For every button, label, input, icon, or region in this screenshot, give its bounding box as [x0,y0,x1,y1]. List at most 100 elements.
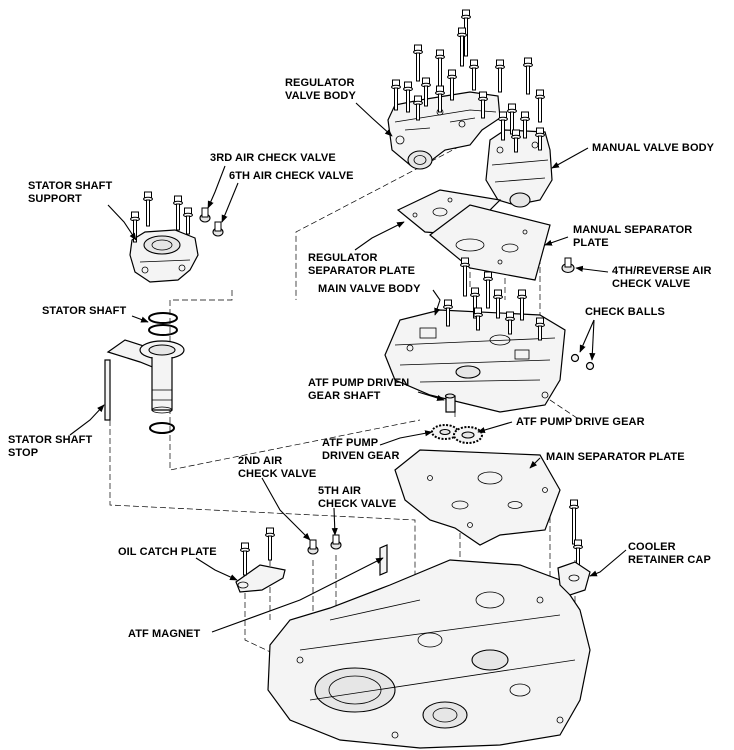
bolt [569,499,579,545]
label-line: PLATE [573,237,609,249]
bolt [183,207,193,235]
regulator-bolts [391,9,505,121]
bolt [470,287,480,319]
bolt [535,127,545,151]
label-stator-shaft: STATOR SHAFT [42,305,127,317]
label-line: GEAR SHAFT [308,390,381,402]
main-separator-plate [394,449,561,546]
label-line: ATF PUMP DRIVEN [308,377,410,389]
label-line: VALVE BODY [285,90,356,102]
label-line: STATOR SHAFT [28,180,113,192]
label-line: 5TH AIR [318,485,362,497]
bolt [421,77,431,107]
bolt [498,111,508,141]
label-line: MANUAL SEPARATOR [573,224,693,236]
label-regulator-valve-body: REGULATOR VALVE BODY [285,77,356,103]
label-line: COOLER [628,541,676,553]
cooler-retainer-cap [557,561,591,596]
label-regulator-separator-plate: REGULATOR SEPARATOR PLATE [308,252,415,278]
bolt [523,57,533,95]
bolt [535,317,545,341]
label-line: 4TH/REVERSE AIR [612,265,712,277]
bolt [413,44,423,82]
oil-catch-plate [235,564,286,593]
label-main-valve-body: MAIN VALVE BODY [318,283,421,295]
main-valve-body [384,309,566,413]
check-balls [570,353,595,371]
atf-magnet [379,544,388,576]
stator-shaft-stop [104,359,111,421]
label-line: SEPARATOR PLATE [308,265,416,277]
bolt [478,91,488,119]
bolt [469,59,479,91]
bolt [483,271,493,309]
bolt [403,81,413,113]
label-2nd-air-check-valve: 2ND AIR CHECK VALVE [238,455,316,481]
label-line: ATF PUMP [322,437,379,449]
air-check-valve-2nd [307,539,319,555]
label-line: CHECK VALVE [318,498,397,510]
atf-pump-drive-gear [453,426,483,444]
main-valve-bolts [443,257,545,341]
label-manual-valve-body: MANUAL VALVE BODY [592,142,715,154]
bolt [573,539,583,567]
stator-shaft-support [129,229,199,283]
label-cooler-retainer-cap: COOLER RETAINER CAP [628,541,711,567]
label-line: 2ND AIR [238,455,283,467]
manual-valve-body [485,129,553,208]
label-oil-catch-plate: OIL CATCH PLATE [118,546,217,558]
label-3rd-air-check-valve: 3RD AIR CHECK VALVE [210,152,336,164]
bolt [535,89,545,123]
bolt [505,311,515,335]
bolt [457,27,467,67]
label-manual-separator-plate: MANUAL SEPARATOR PLATE [573,224,692,250]
bolt [391,79,401,111]
bolt [435,49,445,87]
stator-o-rings [148,312,178,434]
label-atf-pump-driven-gear: ATF PUMP DRIVEN GEAR [322,437,400,463]
label-line: CHECK VALVE [238,468,317,480]
bolt [517,289,527,321]
transmission-housing [267,559,591,749]
leader-lines [69,102,627,633]
label-atf-pump-driven-gear-shaft: ATF PUMP DRIVEN GEAR SHAFT [308,377,409,403]
bolt [493,289,503,319]
label-line: REGULATOR [308,252,378,264]
label-check-balls: CHECK BALLS [585,306,665,318]
label-line: STATOR SHAFT [8,434,93,446]
label-5th-air-check-valve: 5TH AIR CHECK VALVE [318,485,396,511]
label-atf-pump-drive-gear: ATF PUMP DRIVE GEAR [516,416,645,428]
bolt [443,299,453,327]
bolt [130,211,140,243]
housing-bolts [240,499,583,576]
label-line: CHECK VALVE [612,278,691,290]
bolt [460,257,470,297]
bolt [173,195,183,231]
air-check-valve-3rd [199,207,211,223]
stator-support-bolts [130,191,193,243]
manual-bolts [498,57,545,153]
label-line: REGULATOR [285,77,355,89]
air-check-valve-6th [212,221,224,237]
bolt [495,59,505,93]
label-main-separator-plate: MAIN SEPARATOR PLATE [546,451,685,463]
bolt [447,69,457,101]
bolt [265,527,275,561]
label-atf-magnet: ATF MAGNET [128,628,201,640]
stator-shaft [106,339,185,414]
label-6th-air-check-valve: 6TH AIR CHECK VALVE [229,170,354,182]
bolt [473,307,483,331]
bolt [413,95,423,121]
bolt [520,111,530,139]
bolt [435,85,445,113]
air-check-valve-4th-reverse [561,257,575,274]
label-line: STOP [8,447,39,459]
label-line: DRIVEN GEAR [322,450,400,462]
bolt [143,191,153,227]
bolt [240,542,250,576]
label-4th-reverse-air-check-valve: 4TH/REVERSE AIR CHECK VALVE [612,265,712,291]
bolt [511,129,521,153]
atf-pump-driven-gear-shaft [444,393,456,413]
label-stator-shaft-support: STATOR SHAFT SUPPORT [28,180,112,206]
